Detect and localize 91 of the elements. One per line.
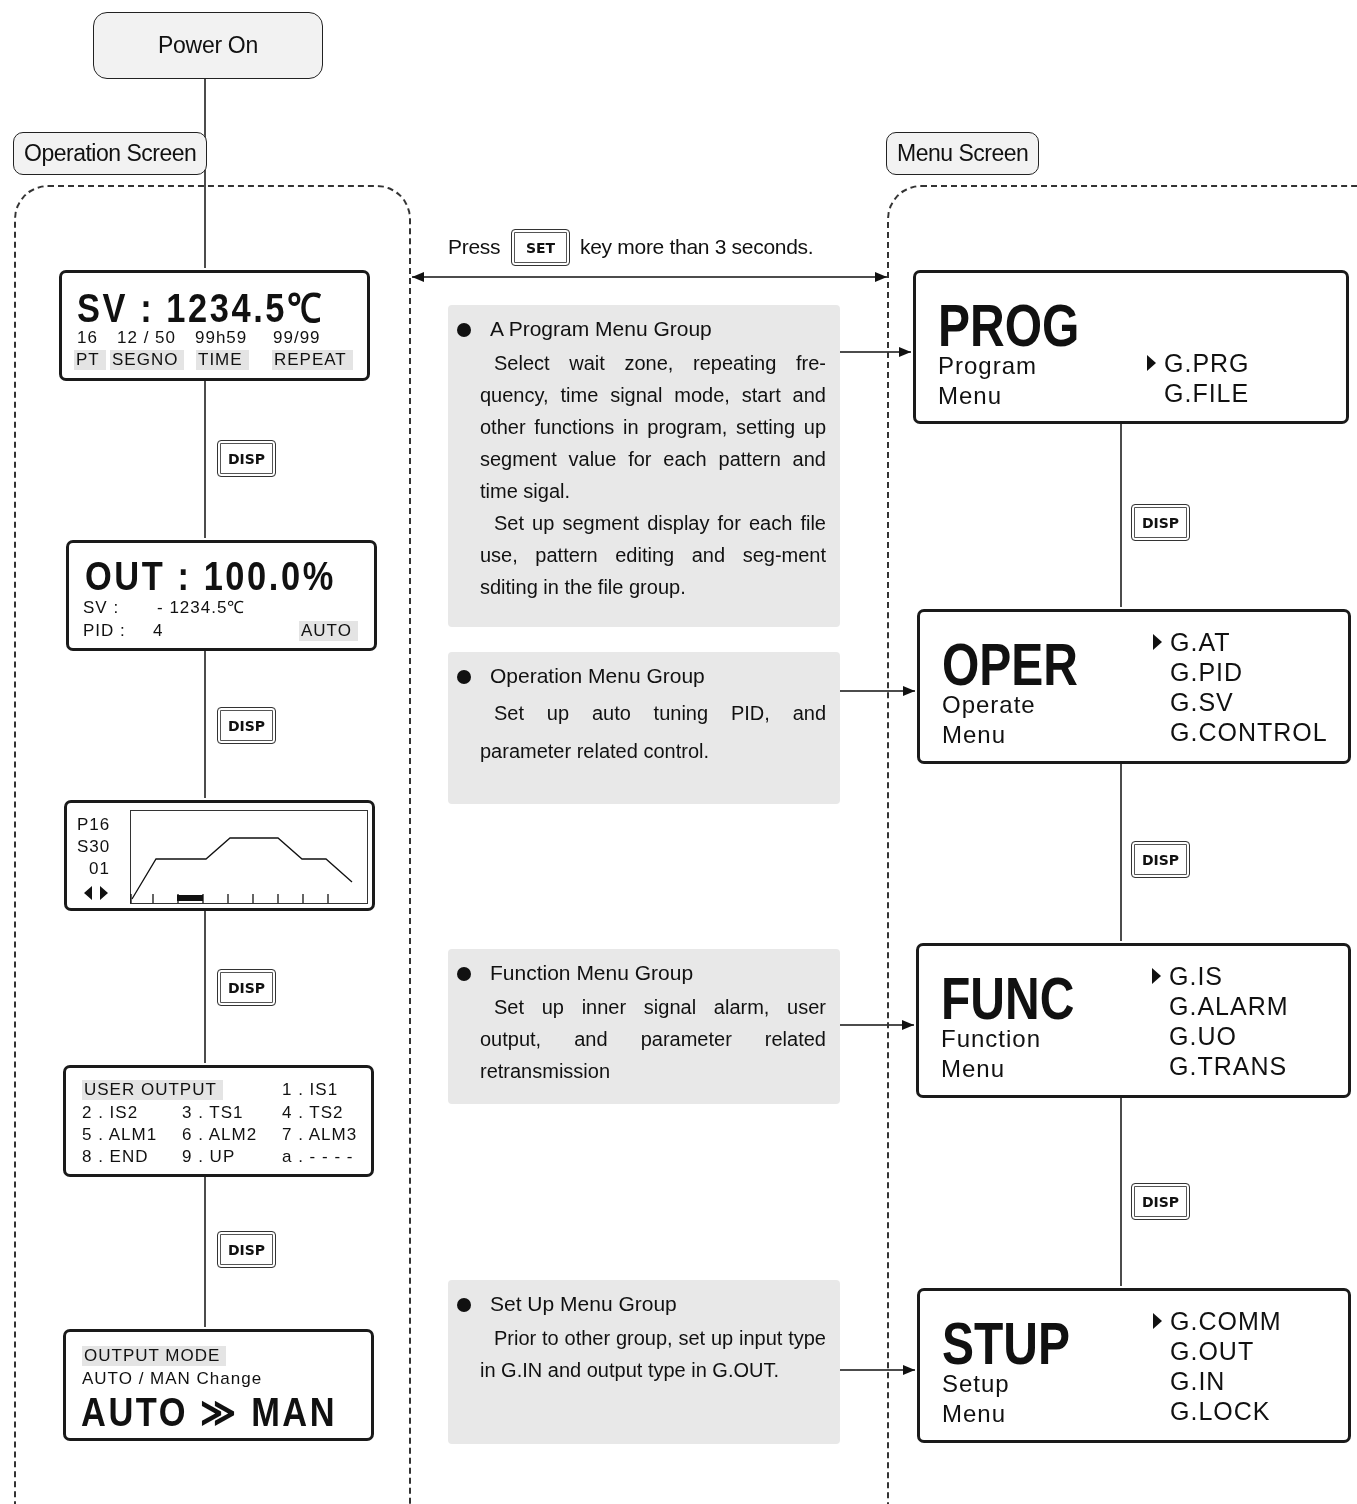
lcd-screen <box>66 540 377 651</box>
display-text: SEGNO <box>110 350 185 370</box>
lcd-screen <box>63 1065 374 1177</box>
menu-option: G.IN <box>1170 1367 1226 1396</box>
display-text: - 1234.5℃ <box>157 598 246 618</box>
menu-option: G.SV <box>1170 688 1234 717</box>
display-text: P16 <box>77 815 111 835</box>
display-text: a . - - - - <box>282 1147 354 1167</box>
description-panel <box>448 305 840 627</box>
menu-option: G.ALARM <box>1169 992 1289 1021</box>
section-title: Operation Screen <box>13 132 208 175</box>
arrow <box>839 1020 915 1030</box>
instruction-text: key more than 3 seconds. <box>580 235 814 259</box>
display-text: TIME <box>196 350 249 370</box>
display-text: 5 . ALM1 <box>82 1125 158 1145</box>
menu-option: G.IS <box>1169 962 1223 991</box>
display-text: AUTO / MAN Change <box>82 1369 263 1389</box>
arrow <box>839 1365 916 1375</box>
arrow <box>839 686 916 696</box>
display-text: 4 <box>153 621 164 641</box>
description-text: Set up segment display for each file use, pattern editing and seg-ment sditing in the file group. <box>480 511 826 600</box>
display-text: S30 <box>77 837 111 857</box>
key-label: DISP <box>217 707 276 744</box>
key-label: DISP <box>217 440 276 477</box>
menu-option: G.FILE <box>1164 379 1250 408</box>
display-value: OUT : 100.0% <box>85 553 336 599</box>
menu-option: G.COMM <box>1170 1307 1282 1336</box>
display-text: 9 . UP <box>182 1147 236 1167</box>
display-text: AUTO <box>299 621 358 641</box>
heading-text: A Program Menu Group <box>490 317 712 340</box>
key-label: DISP <box>1131 841 1190 878</box>
description-text: Set up inner signal alarm, user output, and parameter related retransmission <box>480 995 826 1084</box>
lcd-screen <box>59 270 370 381</box>
display-text: Function Menu <box>941 1024 1043 1084</box>
description-text: Select wait zone, repeating fre-quency, time signal mode, start and other functions in program, setting up segment value for each pattern and time sigal. <box>480 351 826 504</box>
menu-option: G.TRANS <box>1169 1052 1288 1081</box>
lcd-screen <box>916 943 1351 1098</box>
display-text: 1 . IS1 <box>282 1080 339 1100</box>
key-label: DISP <box>1131 1183 1190 1220</box>
key-label: SET <box>511 229 570 266</box>
heading-text: Set Up Menu Group <box>490 1292 677 1315</box>
display-text: USER OUTPUT <box>82 1080 223 1100</box>
lcd-screen <box>63 1329 374 1441</box>
display-text: 7 . ALM3 <box>282 1125 358 1145</box>
display-text: Setup Menu <box>942 1369 1011 1429</box>
menu-option: G.CONTROL <box>1170 718 1328 747</box>
lcd-screen <box>64 800 375 911</box>
display-text: 99h59 <box>195 328 248 348</box>
display-text: 99/99 <box>273 328 321 348</box>
lcd-screen <box>913 270 1349 424</box>
heading-text: Operation Menu Group <box>490 664 705 687</box>
display-text: 12 / 50 <box>117 328 176 348</box>
menu-option: G.LOCK <box>1170 1397 1271 1426</box>
lcd-screen <box>917 1288 1351 1443</box>
display-value: SV : 1234.5℃ <box>77 285 325 331</box>
menu-option: G.PID <box>1170 658 1244 687</box>
display-text: PT <box>74 350 106 370</box>
key-label: DISP <box>1131 504 1190 541</box>
display-text: SV : <box>83 598 120 618</box>
description-panel <box>448 1280 840 1444</box>
description-text: Set up auto tuning PID, and parameter related control. <box>480 701 826 764</box>
display-text: 3 . TS1 <box>182 1103 244 1123</box>
display-text: Operate Menu <box>942 690 1037 750</box>
display-text: 4 . TS2 <box>282 1103 344 1123</box>
heading-text: Function Menu Group <box>490 961 694 984</box>
display-text: REPEAT <box>272 350 353 370</box>
display-value: AUTO ≫ MAN <box>81 1389 338 1435</box>
display-text: 16 <box>77 328 98 348</box>
display-text: OUTPUT MODE <box>82 1346 227 1366</box>
display-text: 2 . IS2 <box>82 1103 139 1123</box>
menu-option: G.UO <box>1169 1022 1237 1051</box>
menu-option: G.OUT <box>1170 1337 1255 1366</box>
menu-option: G.PRG <box>1164 349 1250 378</box>
arrow <box>839 347 912 357</box>
description-panel <box>448 949 840 1104</box>
description-text: Prior to other group, set up input type in G.IN and output type in G.OUT. <box>480 1326 826 1383</box>
terminal-box <box>93 12 323 79</box>
instruction-text: Press <box>448 235 501 259</box>
node-label: Power On <box>158 32 258 59</box>
display-text: Program Menu <box>938 351 1039 411</box>
lcd-screen <box>917 609 1351 764</box>
display-text: 6 . ALM2 <box>182 1125 258 1145</box>
menu-option: G.AT <box>1170 628 1231 657</box>
display-text: 8 . END <box>82 1147 149 1167</box>
description-panel <box>448 652 840 804</box>
section-title: Menu Screen <box>886 132 1040 175</box>
arrow <box>411 272 888 282</box>
key-label: DISP <box>217 969 276 1006</box>
display-text: PID : <box>83 621 126 641</box>
display-text: 01 <box>89 859 110 879</box>
key-label: DISP <box>217 1231 276 1268</box>
